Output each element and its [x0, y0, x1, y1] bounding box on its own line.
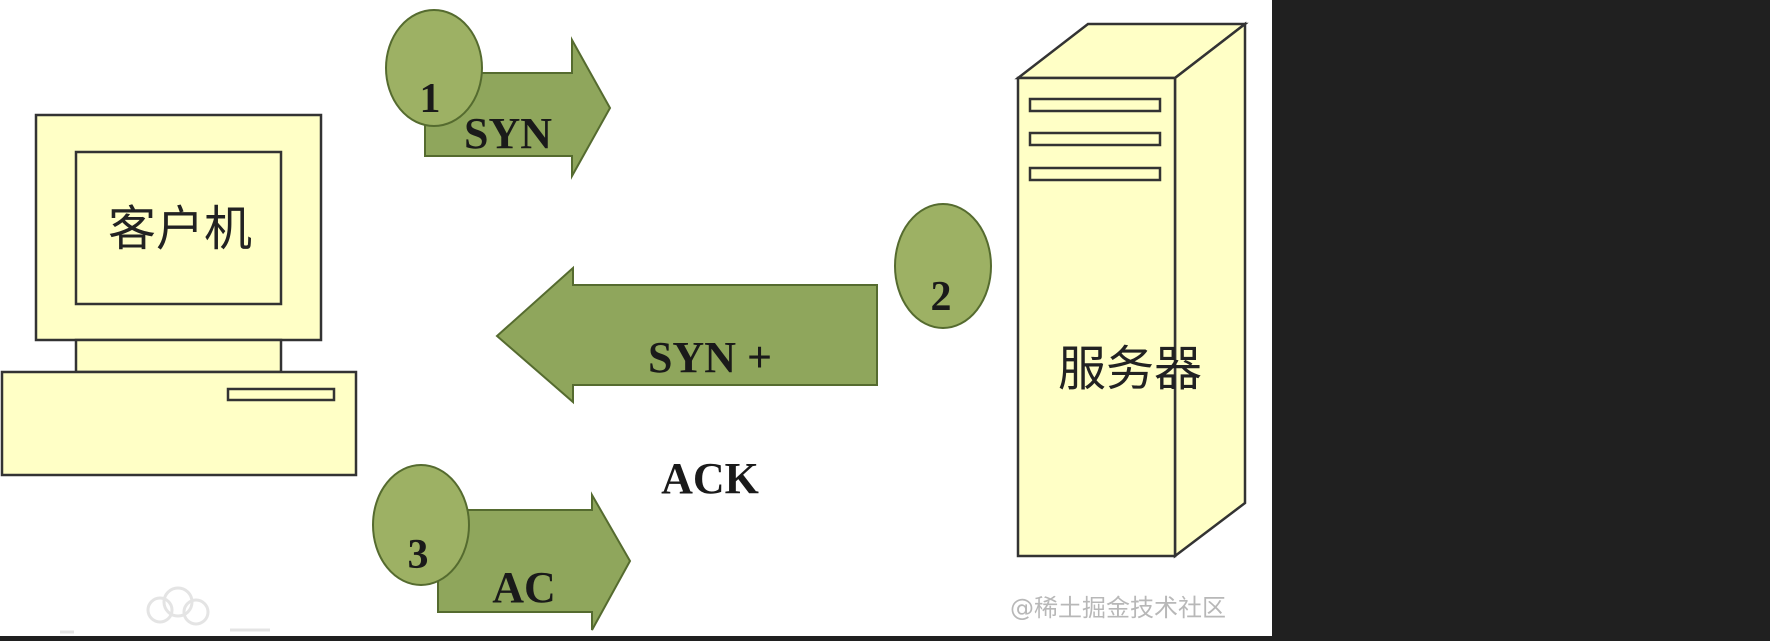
drive-bay-1	[1028, 97, 1162, 113]
client-label: 客户机	[108, 201, 252, 257]
syn-ack-arrow	[495, 265, 878, 405]
step-3-number: 3	[408, 532, 429, 578]
server-front	[1016, 76, 1177, 558]
disk-slot	[226, 387, 336, 402]
monitor-stand	[74, 338, 283, 374]
faint-watermark-logo	[60, 586, 270, 634]
syn-label: SYN	[464, 109, 552, 158]
computer-base	[0, 370, 358, 477]
server-side	[1173, 21, 1247, 559]
watermark-text: @稀土掘金技术社区	[1010, 594, 1226, 622]
drive-bay-2	[1028, 131, 1162, 147]
step-1-number: 1	[420, 76, 441, 122]
step-2-circle	[894, 203, 992, 329]
drive-bay-3	[1028, 166, 1162, 182]
server-tower	[1014, 21, 1249, 559]
ack-arrow	[437, 491, 632, 631]
ack-label: ACK	[661, 454, 759, 503]
server-label: 服务器	[1058, 341, 1202, 397]
step-3-circle	[372, 464, 470, 586]
client-computer	[0, 113, 358, 477]
step-1-circle	[385, 9, 483, 127]
syn-ack-label: SYN +	[648, 333, 772, 382]
monitor-screen	[74, 150, 283, 306]
step-2-number: 2	[931, 274, 952, 320]
ac-label: AC	[492, 563, 556, 612]
